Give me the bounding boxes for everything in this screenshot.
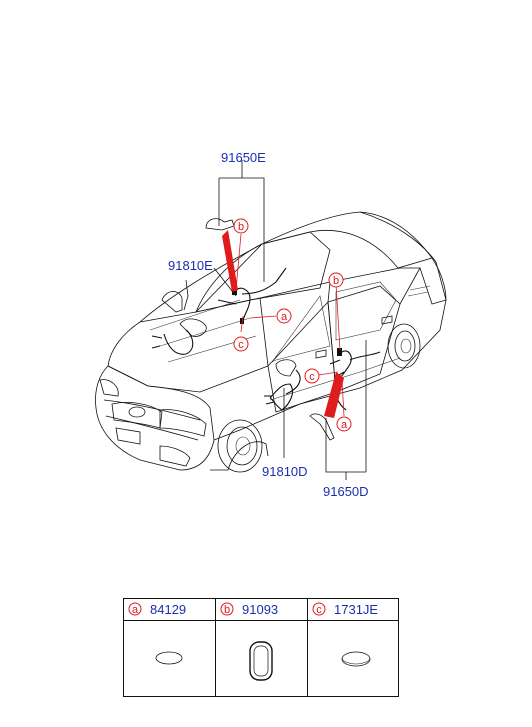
red-leader-roof — [222, 230, 238, 292]
part-label-91650D: 91650D — [323, 484, 369, 499]
svg-text:b: b — [238, 221, 244, 233]
leader-lines — [213, 160, 367, 480]
svg-text:c: c — [238, 339, 244, 351]
rear-trim-91810E — [161, 279, 189, 313]
legend-item-a: a 84129 — [128, 602, 186, 665]
rounded-grommet-part-icon — [249, 641, 273, 681]
marker-a-roof: a — [276, 308, 292, 324]
roof-harness-91650E — [217, 267, 287, 325]
front-harness-91810E — [151, 318, 207, 355]
part-label-91810D: 91810D — [262, 464, 308, 479]
loose-bracket-91650E — [205, 218, 235, 231]
svg-text:b: b — [333, 275, 339, 287]
marker-c-roof: c — [233, 336, 249, 352]
front-door-harness-91810D — [264, 369, 301, 411]
loose-bracket-91650D — [309, 413, 335, 441]
legend-item-b: b 91093 — [220, 602, 278, 681]
svg-text:c: c — [309, 371, 315, 383]
part-label-91650E: 91650E — [221, 150, 266, 165]
svg-text:a: a — [341, 419, 348, 431]
svg-text:1731JE: 1731JE — [334, 602, 378, 617]
marker-b-roof: b — [233, 218, 249, 234]
round-plug-part-icon — [341, 651, 371, 667]
legend-item-c: c 1731JE — [312, 602, 378, 667]
car-illustration — [95, 211, 447, 473]
svg-text:91093: 91093 — [242, 602, 278, 617]
flat-oval-part-icon — [155, 651, 183, 665]
marker-a-rear: a — [336, 416, 352, 432]
svg-text:c: c — [316, 604, 322, 616]
svg-text:b: b — [224, 604, 230, 616]
svg-text:a: a — [281, 311, 288, 323]
svg-text:84129: 84129 — [150, 602, 186, 617]
svg-text:a: a — [132, 604, 139, 616]
part-label-91810E: 91810E — [168, 258, 213, 273]
parts-legend-table: a 84129 b 91093 c 1731JE — [123, 598, 399, 697]
red-leader-lines — [235, 233, 345, 417]
marker-c-door: c — [304, 368, 320, 384]
red-leader-rear-door — [324, 372, 344, 418]
marker-b-rear: b — [328, 272, 344, 288]
